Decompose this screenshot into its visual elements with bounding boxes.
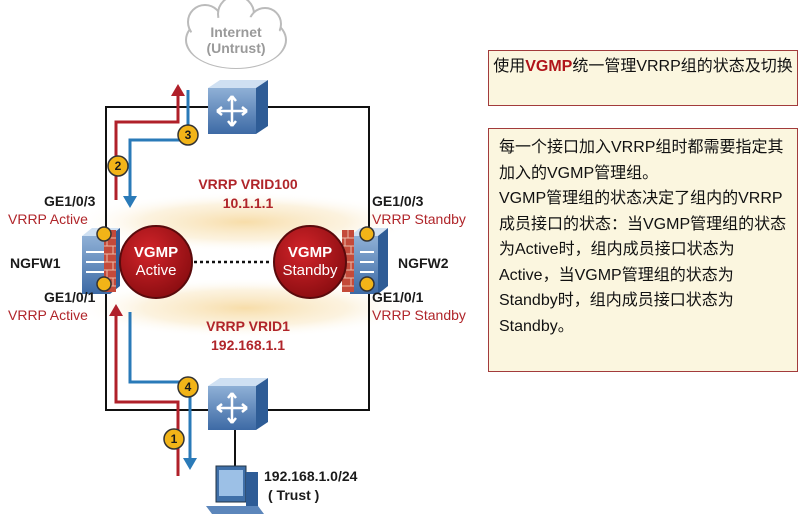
- step-badge-2: [107, 155, 129, 177]
- description-box: 每一个接口加入VRRP组时都需要指定其加入的VGMP管理组。 VGMP管理组的状…: [488, 128, 798, 372]
- flow-blue-upper-arrowhead: [123, 196, 137, 208]
- flow-red-upper-arrowhead: [171, 84, 185, 96]
- internet-cloud: [185, 0, 287, 69]
- flow-red-lower: [114, 312, 180, 476]
- title-box: 使用VGMP统一管理VRRP组的状态及切换: [488, 50, 798, 106]
- flow-blue-lower: [128, 312, 192, 462]
- flow-red-lower-arrowhead: [109, 304, 123, 316]
- step-badge-3: [177, 124, 199, 146]
- title-suffix: 统一管理VRRP组的状态及切换: [572, 58, 793, 75]
- fw2-top-interface-dot: [359, 226, 375, 242]
- flow-blue-upper: [128, 90, 190, 200]
- vgmp-standby-circle: [273, 225, 347, 299]
- vgmp-active-circle: [119, 225, 193, 299]
- description-text: 每一个接口加入VRRP组时都需要指定其加入的VGMP管理组。 VGMP管理组的状…: [499, 139, 787, 335]
- step-badge-1: [163, 428, 185, 450]
- fw1-bottom-interface-dot: [96, 276, 112, 292]
- title-highlight: VGMP: [525, 58, 573, 75]
- step-badge-4: [177, 376, 199, 398]
- top-switch: [208, 80, 268, 134]
- fw2-bottom-interface-dot: [359, 276, 375, 292]
- flow-blue-lower-arrowhead: [183, 458, 197, 470]
- title-prefix: 使用: [493, 58, 526, 75]
- bottom-switch: [208, 378, 268, 430]
- fw1-top-interface-dot: [96, 226, 112, 242]
- pc-icon: [206, 465, 264, 514]
